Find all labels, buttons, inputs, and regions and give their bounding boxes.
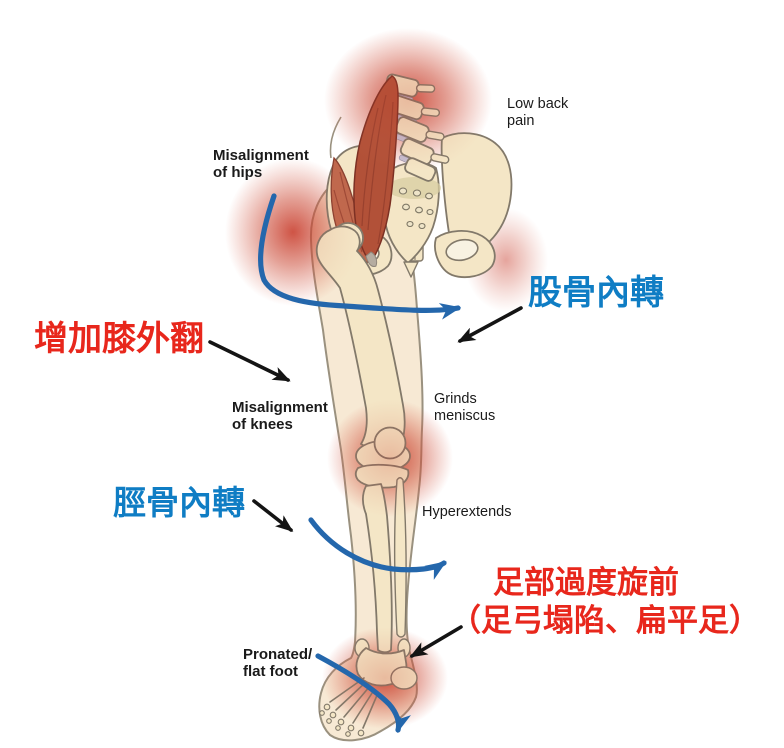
pointer-knee-valgus [208,340,291,382]
label-misalignment-of-knees: Misalignment of knees [232,399,328,434]
label-foot-overpronation-zh: 足部過度旋前 [493,565,679,601]
label-pronated-flat-foot: Pronated/ flat foot [243,646,313,681]
label-tibial-internal-rotation-zh: 脛骨內轉 [113,483,245,522]
femoral-rotation-arrow [257,193,462,320]
label-knee-valgus-zh: 增加膝外翻 [34,319,204,359]
label-grinds-meniscus: Grinds meniscus [434,391,496,424]
pain-glow-knee-overlay [327,399,453,517]
pointer-foot-pronation [409,625,463,658]
pointer-tibial-rotation [252,499,294,532]
pointer-femoral-rotation [457,306,523,343]
label-low-back-pain: Low back pain [507,96,569,129]
pain-glow-ankle-overlay [322,627,448,729]
pain-glow-low-back-overlay [324,28,492,172]
label-femoral-internal-rotation-zh: 股骨內轉 [528,273,664,313]
label-hyperextends: Hyperextends [422,504,512,520]
sacrum [382,161,441,278]
label-foot-overpronation-detail-zh: （足弓塌陷、扁平足） [450,603,760,639]
tibial-rotation-arrow [308,517,447,580]
muscle-tendon [365,251,378,267]
foot-pronation-arrow [315,653,411,734]
label-misalignment-of-hips: Misalignment of hips [213,147,309,182]
